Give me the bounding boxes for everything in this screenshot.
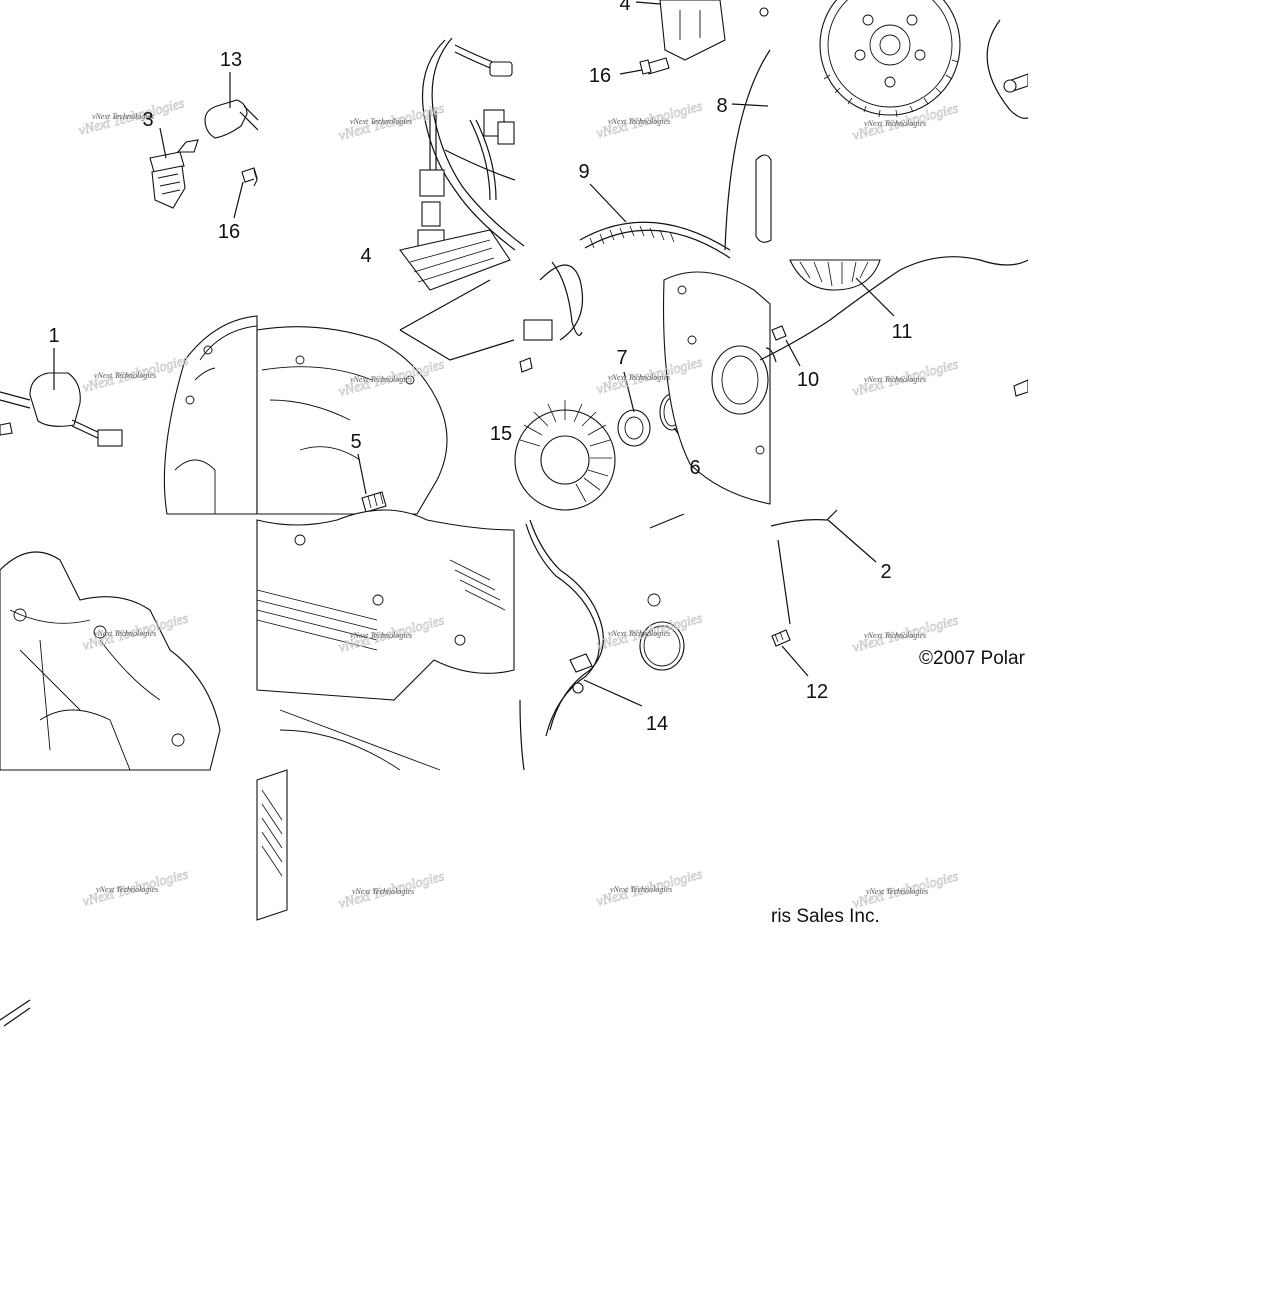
callout-6: 6 xyxy=(689,457,700,479)
leader-7 xyxy=(623,371,635,413)
small-screw-part xyxy=(519,357,533,373)
callout-4-top: 4 xyxy=(619,0,630,15)
ring-gear-part xyxy=(579,221,731,259)
callout-3: 3 xyxy=(142,109,153,131)
wiring-harness-part xyxy=(417,37,525,255)
fragment-lines xyxy=(0,999,31,1027)
cover-detail xyxy=(261,366,373,461)
leader-3 xyxy=(159,127,167,159)
engine-fins-part xyxy=(256,769,288,921)
gasket-part xyxy=(519,513,685,771)
mount-bracket-part xyxy=(659,0,769,61)
crankcase-left-part xyxy=(163,315,258,515)
svg-text:vNext Technologies: vNext Technologies xyxy=(94,629,156,638)
callout-10: 10 xyxy=(797,369,819,391)
plug-12-part xyxy=(771,629,791,647)
stator-edge-part xyxy=(755,154,772,243)
svg-text:vNext Technologies: vNext Technologies xyxy=(608,117,670,126)
svg-text:vNext Technologies: vNext Technologies xyxy=(94,371,156,380)
bolt-16b-part xyxy=(639,57,670,75)
leader-10 xyxy=(785,339,801,367)
callout-13: 13 xyxy=(220,49,242,71)
crankcase-part xyxy=(0,551,221,771)
callout-4-mid: 4 xyxy=(360,245,371,267)
leader-14 xyxy=(583,679,643,707)
leader-8 xyxy=(731,103,769,107)
leader-11 xyxy=(855,277,895,317)
svg-text:vNext Technologies: vNext Technologies xyxy=(92,112,154,121)
leader-16b xyxy=(619,69,643,75)
flywheel-part xyxy=(819,0,961,118)
plate-line xyxy=(399,329,515,361)
spark-plug-cap-part xyxy=(204,99,259,139)
svg-text:vNext Technologies: vNext Technologies xyxy=(350,117,412,126)
stator-coil-part xyxy=(789,259,881,291)
callout-5: 5 xyxy=(350,431,361,453)
callout-16-top: 16 xyxy=(589,65,611,87)
callout-1: 1 xyxy=(48,325,59,347)
flywheel-edge-arc xyxy=(724,49,771,251)
engine-block-part xyxy=(256,509,515,771)
svg-text:vNext Technologies: vNext Technologies xyxy=(608,373,670,382)
callout-2: 2 xyxy=(880,561,891,583)
callout-12: 12 xyxy=(806,681,828,703)
svg-text:vNext Technologies: vNext Technologies xyxy=(352,887,414,896)
sensor-part xyxy=(0,372,123,447)
bolt-right2-part xyxy=(1013,379,1029,397)
svg-text:vNext Technologies: vNext Technologies xyxy=(610,885,672,894)
svg-text:vNext Technologies: vNext Technologies xyxy=(866,887,928,896)
svg-text:vNext Technologies: vNext Technologies xyxy=(608,629,670,638)
wire-lower xyxy=(777,539,791,625)
svg-text:vNext Technologies: vNext Technologies xyxy=(96,885,158,894)
leader-16a xyxy=(233,181,244,219)
gasket-edge xyxy=(770,509,838,527)
seal-7-part xyxy=(617,409,651,447)
dowel-14-part xyxy=(569,653,593,694)
copyright-part-2: ris Sales Inc. xyxy=(771,906,880,927)
harness-line xyxy=(399,279,491,331)
leader-4a xyxy=(635,1,661,5)
wire-end xyxy=(765,347,777,363)
svg-text:vNext Technologies: vNext Technologies xyxy=(864,119,926,128)
regulator-part xyxy=(399,229,511,291)
cover-edge-arc xyxy=(986,19,1029,119)
copyright-part-1: ©2007 Polar xyxy=(919,648,1026,669)
small-bolt-part xyxy=(241,167,258,187)
stator-wire xyxy=(759,256,1029,361)
callout-14: 14 xyxy=(646,713,668,735)
callout-15: 15 xyxy=(490,423,512,445)
bolt-5-part xyxy=(361,491,387,513)
callout-11: 11 xyxy=(892,321,913,343)
svg-text:vNext Technologies: vNext Technologies xyxy=(350,631,412,640)
svg-text:vNext Technologies: vNext Technologies xyxy=(864,375,926,384)
bolt-10-part xyxy=(771,325,787,341)
svg-text:vNext Technologies: vNext Technologies xyxy=(864,631,926,640)
stator-part xyxy=(514,400,616,511)
leader-5 xyxy=(357,453,367,495)
callout-7: 7 xyxy=(616,347,627,369)
pickup-assembly-part xyxy=(523,261,584,341)
callout-labels: 1 2 3 4 4 5 6 7 8 9 10 11 12 13 14 15 16… xyxy=(48,0,912,735)
engine-cover-part xyxy=(256,326,448,515)
svg-text:vNext Technologies: vNext Technologies xyxy=(350,375,412,384)
spark-plug-part xyxy=(149,139,199,209)
callout-9: 9 xyxy=(578,161,589,183)
bolt-right-part xyxy=(1003,73,1029,93)
leader-9 xyxy=(589,183,627,223)
leader-2 xyxy=(827,519,877,563)
callout-16-left: 16 xyxy=(218,221,240,243)
leader-12 xyxy=(781,645,809,677)
callout-8: 8 xyxy=(716,95,727,117)
stator-housing-part xyxy=(663,271,771,505)
